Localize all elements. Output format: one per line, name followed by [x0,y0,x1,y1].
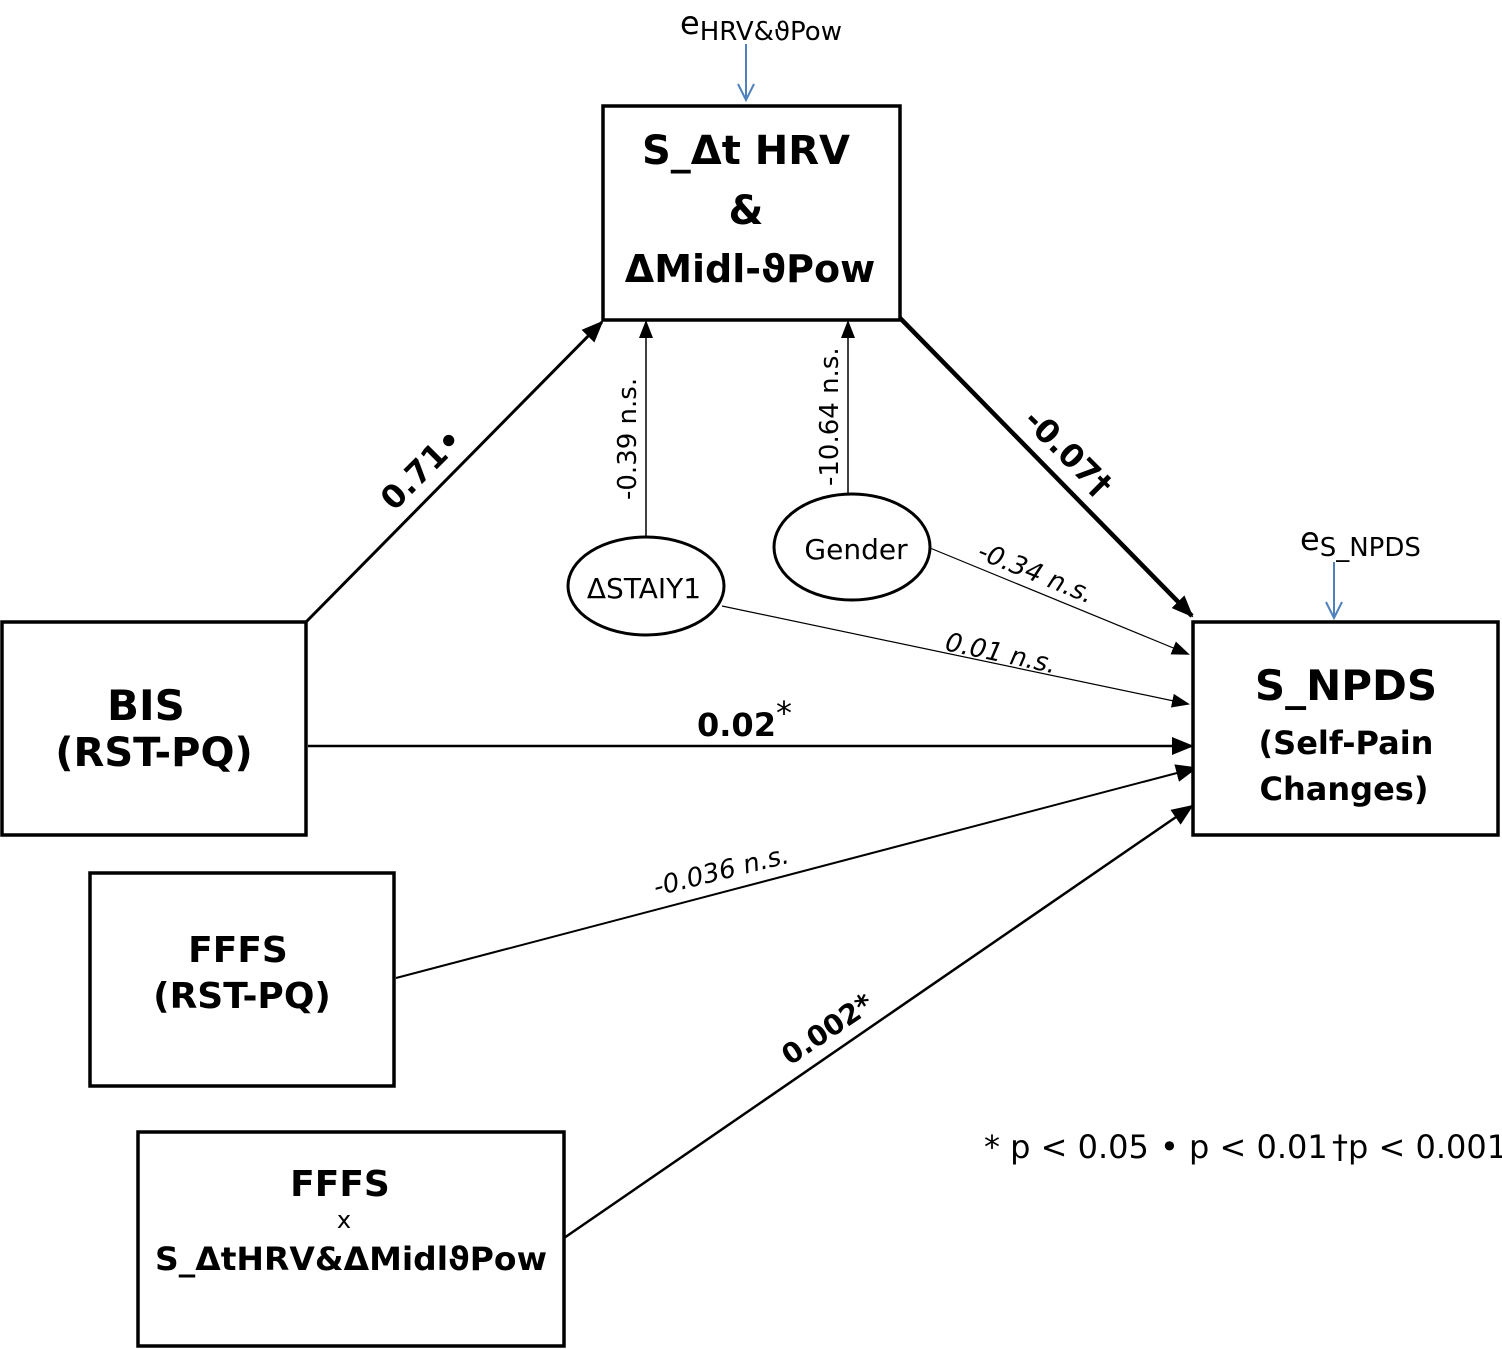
svg-text:eHRV&ϑPow: eHRV&ϑPow [680,4,842,47]
fffs-subtitle: (RST-PQ) [153,976,331,1017]
legend-p01: • p < 0.01 [1160,1128,1328,1166]
node-fffs: FFFS (RST-PQ) [88,871,396,1088]
path-staiy1-to-outcome [721,605,1190,708]
path-gender-to-outcome [929,547,1190,655]
error-mediator-e: e [680,4,700,42]
path-interaction-to-outcome [563,804,1194,1240]
error-mediator: eHRV&ϑPow [680,4,842,47]
node-interaction: FFFS x S_ΔtHRV&ΔMidlϑPow [136,1130,566,1348]
svg-text:0.02*: 0.02* [697,694,792,744]
coef-gender-to-mediator: -10.64 n.s. [815,347,845,486]
error-outcome-sub: S_NPDS [1320,533,1421,563]
outcome-subtitle-2: Changes) [1260,770,1429,808]
outcome-title: S_NPDS [1255,661,1437,710]
error-mediator-sub: HRV&ϑPow [700,17,842,47]
node-outcome: S_NPDS (Self-Pain Changes) [1191,620,1500,837]
bis-subtitle: (RST-PQ) [55,730,253,776]
mediator-line-2: & [729,188,764,234]
interaction-line-2: x [337,1206,351,1234]
path-fffs-to-outcome [395,764,1198,979]
significance-legend: * p < 0.05 • p < 0.01 †p < 0.001 [984,1128,1502,1166]
legend-p05: * p < 0.05 [984,1128,1149,1166]
svg-text:eS_NPDS: eS_NPDS [1300,520,1421,563]
path-bis-to-mediator [304,320,604,624]
path-mediator-to-outcome [898,316,1194,618]
coef-interaction-to-outcome: 0.002* [775,987,879,1072]
mediator-line-1: S_Δt HRV [642,128,850,174]
legend-p001: †p < 0.001 [1332,1128,1502,1166]
outcome-subtitle-1: (Self-Pain [1259,724,1434,762]
coef-bis-to-outcome: 0.02 [697,706,776,744]
mediator-line-3: ΔMidl-ϑPow [625,247,875,291]
bis-title: BIS [107,681,185,730]
gender-label: Gender [804,533,908,566]
error-outcome: eS_NPDS [1300,520,1421,563]
node-staiy1: ΔSTAIY1 [566,535,726,637]
interaction-line-3: S_ΔtHRV&ΔMidlϑPow [155,1240,547,1278]
coef-staiy1-to-mediator: -0.39 n.s. [613,378,643,500]
error-outcome-e: e [1300,520,1320,558]
staiy1-label: ΔSTAIY1 [587,572,701,605]
node-gender: Gender [772,492,932,602]
coef-bis-to-outcome-sig: * [776,694,792,732]
node-mediator: S_Δt HRV & ΔMidl-ϑPow [601,104,902,322]
fffs-title: FFFS [188,930,288,971]
node-bis: BIS (RST-PQ) [0,620,308,837]
interaction-line-1: FFFS [290,1164,390,1205]
coef-staiy1-to-outcome: 0.01 n.s. [943,628,1059,681]
